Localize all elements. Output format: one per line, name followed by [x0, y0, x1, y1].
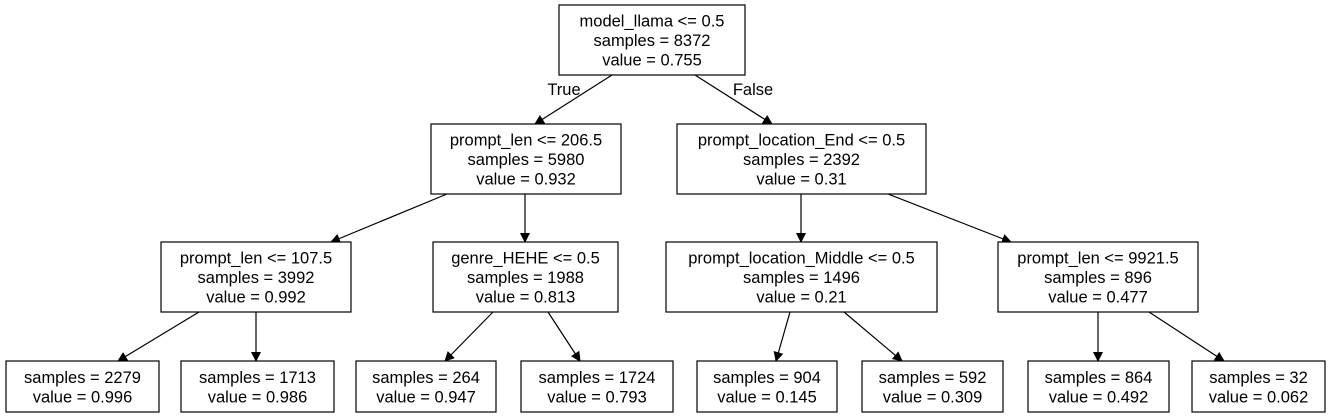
tree-node-line: prompt_location_Middle <= 0.5: [688, 250, 915, 268]
tree-node-box: [5, 360, 160, 413]
tree-edge-13: [1148, 311, 1225, 362]
tree-node-line: samples = 1724: [539, 369, 656, 387]
tree-node-line: value = 0.793: [547, 388, 647, 406]
tree-node-line: value = 0.992: [206, 289, 306, 307]
tree-node-line: value = 0.813: [476, 289, 576, 307]
tree-node-line: samples = 3992: [198, 269, 315, 287]
tree-node-box: [676, 123, 927, 195]
tree-node-line: value = 0.996: [33, 388, 133, 406]
tree-node-line: samples = 864: [1045, 369, 1153, 387]
tree-node-box: [558, 4, 746, 76]
tree-edge-6: [117, 311, 200, 362]
tree-edge-0: [534, 74, 613, 125]
tree-node-box: [1027, 360, 1170, 413]
tree-node-line: samples = 1988: [467, 269, 584, 287]
tree-node-box: [520, 360, 674, 413]
tree-node-line: samples = 2392: [743, 151, 860, 169]
tree-node-line: value = 0.21: [756, 289, 846, 307]
tree-node-line: samples = 2279: [24, 369, 141, 387]
tree-edge-9: [547, 311, 581, 362]
tree-node-box: [180, 360, 335, 413]
tree-edge-10: [773, 311, 791, 362]
tree-node-line: value = 0.477: [1048, 289, 1148, 307]
tree-node-box: [160, 241, 352, 313]
tree-node-line: value = 0.31: [756, 171, 846, 189]
tree-node-box: [696, 360, 838, 413]
tree-node-line: value = 0.062: [1209, 388, 1309, 406]
tree-edge-1: [694, 74, 773, 125]
tree-node-box: [430, 123, 622, 195]
tree-edge-11: [843, 311, 903, 362]
tree-node-line: samples = 592: [879, 369, 987, 387]
tree-node-line: samples = 5980: [468, 151, 585, 169]
tree-node-line: value = 0.145: [717, 388, 817, 406]
tree-node-line: samples = 32: [1209, 369, 1308, 387]
tree-node-line: samples = 1713: [199, 369, 316, 387]
edge-label-false: False: [733, 81, 773, 99]
tree-node-line: prompt_len <= 206.5: [450, 132, 602, 150]
tree-node-box: [861, 360, 1004, 413]
tree-node-line: value = 0.947: [376, 388, 476, 406]
tree-node-line: samples = 8372: [594, 32, 711, 50]
tree-edge-8: [444, 311, 494, 362]
tree-node-line: prompt_len <= 9921.5: [1017, 250, 1178, 268]
tree-node-line: samples = 896: [1044, 269, 1152, 287]
tree-node-box: [432, 241, 619, 313]
tree-node-line: value = 0.932: [476, 171, 576, 189]
tree-node-line: value = 0.309: [883, 388, 983, 406]
tree-node-line: value = 0.755: [602, 52, 702, 70]
tree-edge-labels: True False: [547, 81, 773, 99]
tree-node-box: [665, 241, 938, 313]
edge-label-true: True: [547, 81, 580, 99]
tree-edge-2: [330, 193, 448, 244]
tree-node-line: samples = 904: [713, 369, 821, 387]
tree-node-box: [355, 360, 497, 413]
tree-node-line: value = 0.492: [1049, 388, 1149, 406]
tree-edge-5: [887, 193, 1012, 244]
tree-node-box: [997, 241, 1199, 313]
tree-node-box: [1191, 360, 1326, 413]
tree-edges: [117, 74, 1225, 362]
tree-node-line: samples = 1496: [743, 269, 860, 287]
tree-node-line: prompt_location_End <= 0.5: [698, 132, 905, 150]
tree-node-line: genre_HEHE <= 0.5: [451, 250, 600, 268]
tree-node-line: samples = 264: [372, 369, 480, 387]
tree-node-line: prompt_len <= 107.5: [180, 250, 332, 268]
tree-node-line: value = 0.986: [208, 388, 308, 406]
tree-node-line: model_llama <= 0.5: [580, 13, 725, 31]
